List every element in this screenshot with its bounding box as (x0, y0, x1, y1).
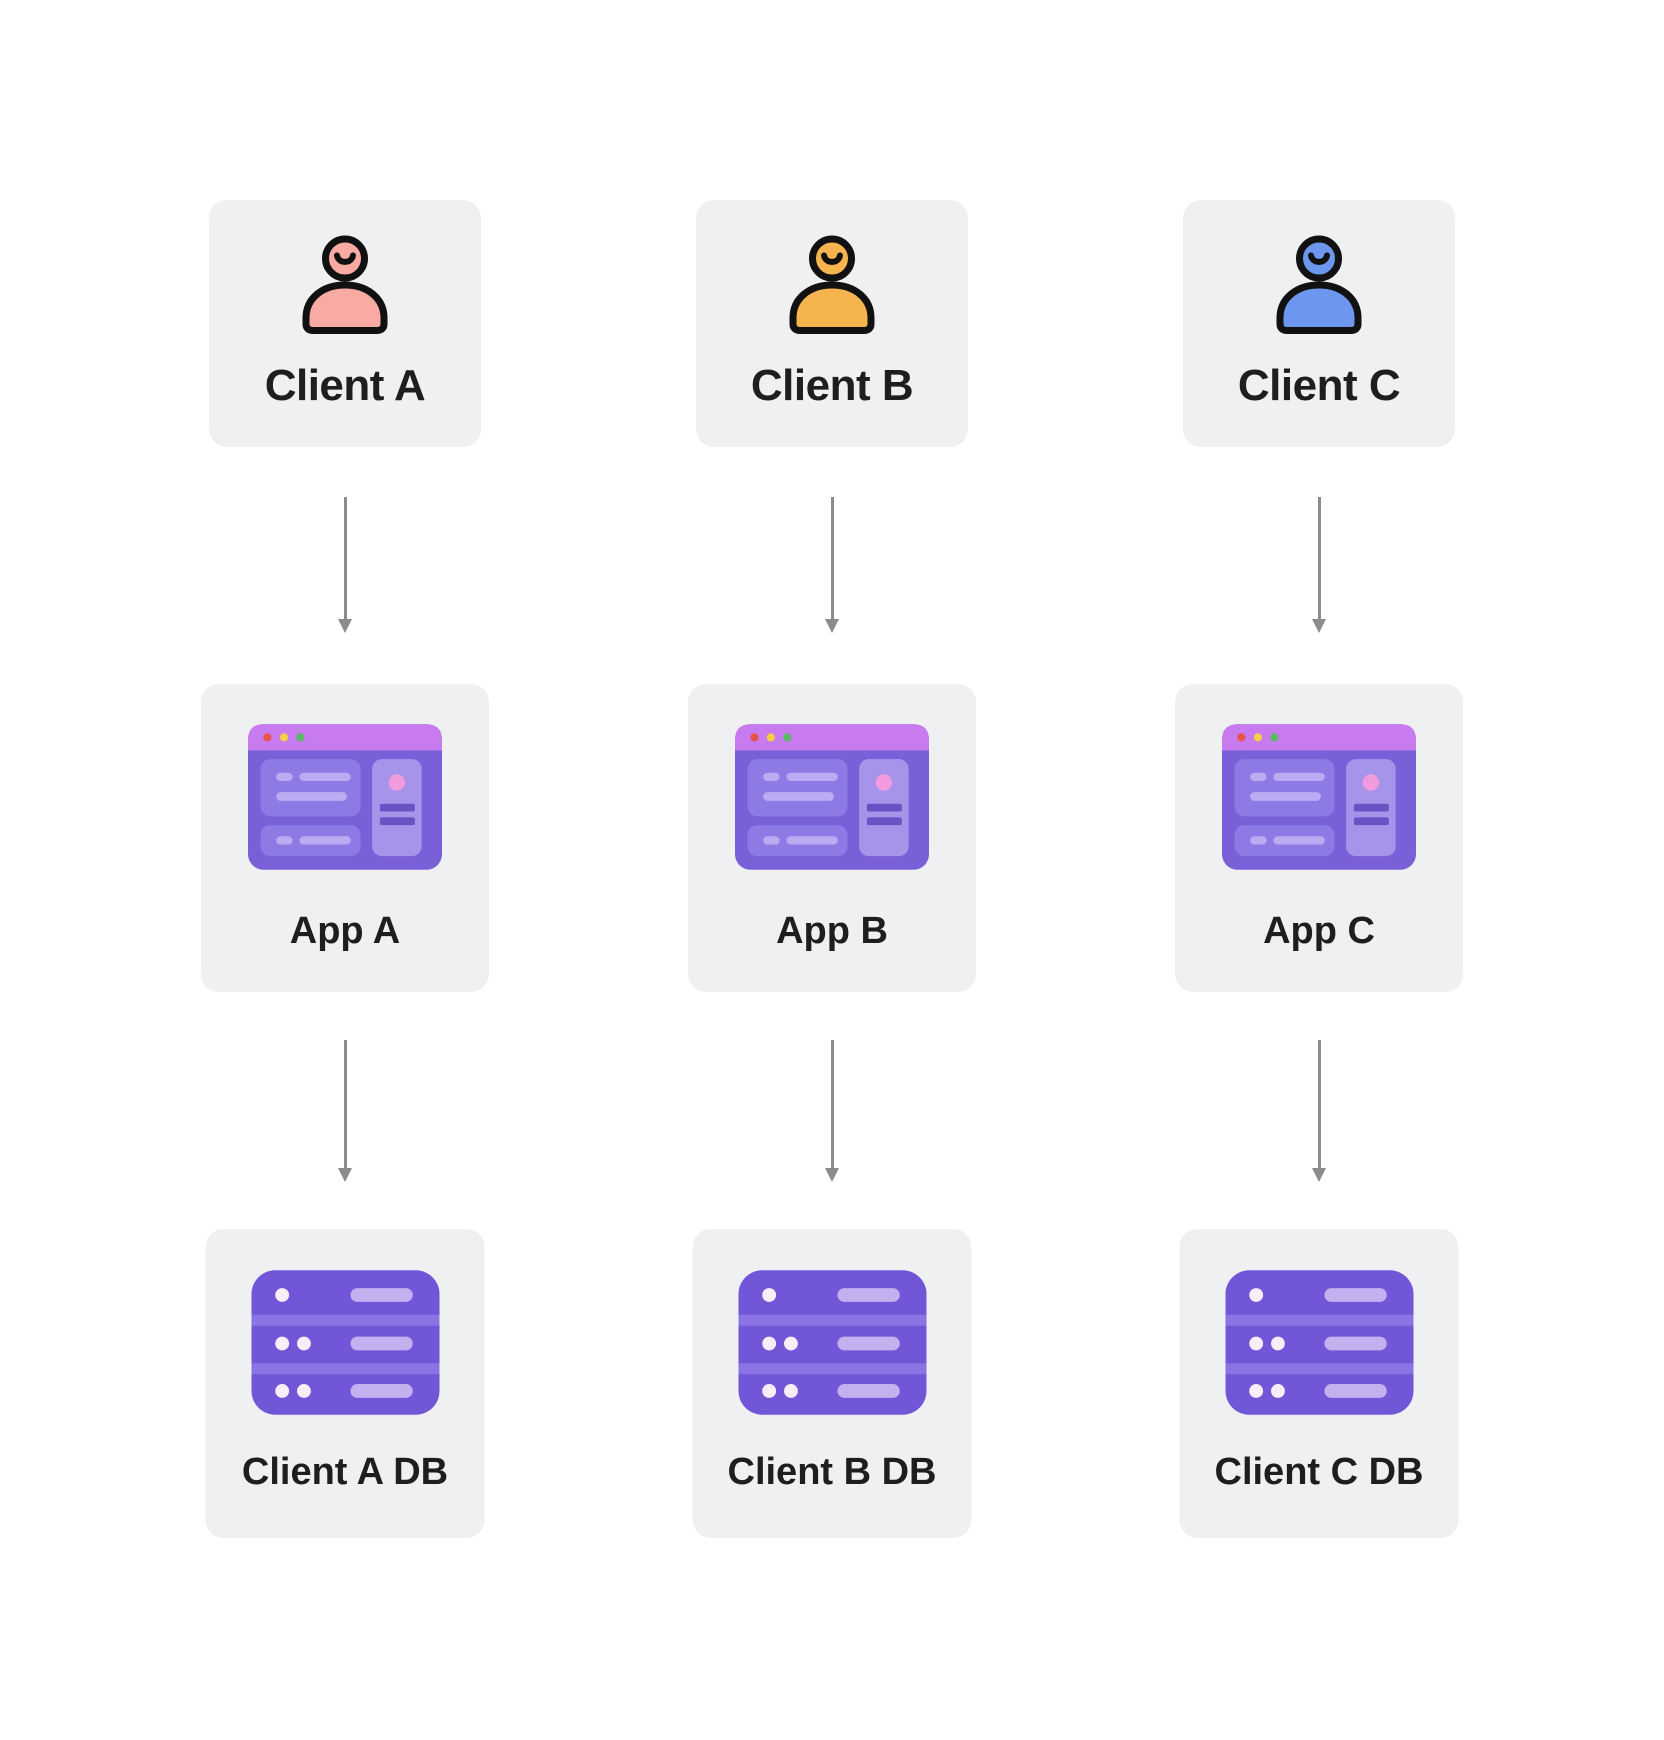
app-c-node: App C (1175, 684, 1463, 992)
client-b-node: Client B (696, 200, 968, 447)
database-server-icon (738, 1270, 926, 1415)
app-a-label: App A (289, 910, 401, 952)
person-icon (789, 235, 875, 334)
database-server-icon (251, 1270, 439, 1415)
smile-mouth (1308, 252, 1330, 265)
db-a-label: Client A DB (241, 1451, 449, 1493)
client-c-node: Client C (1183, 200, 1455, 447)
arrow-head (825, 619, 839, 633)
arrow-down-icon (338, 1040, 352, 1182)
arrow-down-icon (338, 497, 352, 633)
arrow-shaft (1317, 497, 1321, 619)
db-b-label: Client B DB (727, 1451, 937, 1493)
traffic-light-dots (750, 733, 792, 742)
arrow-head (1312, 1168, 1326, 1182)
arrow-down-icon (1312, 497, 1326, 633)
person-icon (302, 235, 388, 334)
app-b-node: App B (688, 684, 976, 992)
arrow-shaft (830, 1040, 834, 1168)
arrow-head (338, 619, 352, 633)
smile-mouth (821, 252, 843, 265)
traffic-light-dots (1237, 733, 1279, 742)
smile-mouth (334, 252, 356, 265)
arrow-down-icon (825, 1040, 839, 1182)
db-c-node: Client C DB (1179, 1229, 1459, 1538)
client-c-label: Client C (1237, 361, 1401, 410)
arrow-shaft (343, 1040, 347, 1168)
database-server-icon (1225, 1270, 1413, 1415)
arrow-head (338, 1168, 352, 1182)
person-icon (1276, 235, 1362, 334)
app-a-node: App A (201, 684, 489, 992)
db-c-label: Client C DB (1214, 1451, 1424, 1493)
db-a-node: Client A DB (205, 1229, 485, 1538)
app-b-label: App B (776, 910, 888, 952)
arrow-shaft (343, 497, 347, 619)
browser-window-icon (248, 724, 442, 870)
arrow-head (1312, 619, 1326, 633)
column-client-c: Client C (1149, 0, 1489, 1740)
app-c-label: App C (1263, 910, 1375, 952)
browser-window-icon (1222, 724, 1416, 870)
arrow-down-icon (825, 497, 839, 633)
arrow-down-icon (1312, 1040, 1326, 1182)
arrow-shaft (1317, 1040, 1321, 1168)
browser-window-icon (735, 724, 929, 870)
column-client-b: Client B (662, 0, 1002, 1740)
column-client-a: Client A (175, 0, 515, 1740)
client-b-label: Client B (750, 361, 914, 410)
arrow-shaft (830, 497, 834, 619)
traffic-light-dots (263, 733, 305, 742)
client-a-label: Client A (264, 361, 426, 410)
db-b-node: Client B DB (692, 1229, 972, 1538)
arrow-head (825, 1168, 839, 1182)
client-a-node: Client A (209, 200, 481, 447)
